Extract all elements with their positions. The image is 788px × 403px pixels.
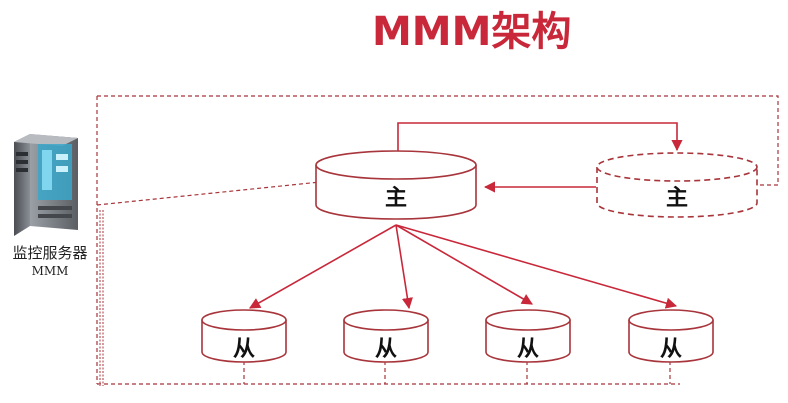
monitor-trunk [99,210,104,386]
slave-1-label: 从 [233,337,255,362]
slave-4 [628,309,714,363]
slave-2-label: 从 [375,337,397,362]
slave-3-label: 从 [517,337,539,362]
slave-1 [201,309,287,363]
master-active [315,150,477,220]
server-tower-icon [14,134,78,236]
master-active-label: 主 [385,186,407,211]
slave-3 [485,309,571,363]
diagram-title: MMM架构 [372,9,572,55]
replication-master-to-standby [397,122,683,160]
monitor-server-label: 监控服务器 [12,244,88,262]
master-standby [596,152,758,218]
monitor-links [96,95,779,385]
master-standby-label: 主 [666,186,688,211]
arrow-slave-4 [395,224,678,309]
arrow-slave-3 [395,224,533,305]
arrow-slave-1 [249,224,397,309]
slave-4-label: 从 [660,337,682,362]
monitor-server-sublabel: MMM [31,264,69,278]
slave-2 [343,309,429,363]
replication-to-slaves [249,224,678,310]
arrow-slave-2 [395,224,413,310]
